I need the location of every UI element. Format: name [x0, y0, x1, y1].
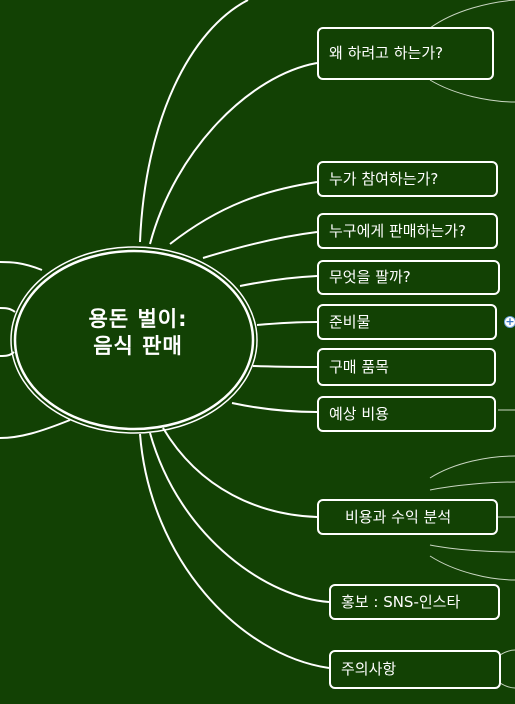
- node-expected-cost[interactable]: 예상 비용: [317, 396, 496, 432]
- expand-plus-icon[interactable]: +: [504, 315, 515, 328]
- top-branch: [139, 0, 249, 243]
- sub-branches: [429, 0, 515, 689]
- left-branches: [0, 261, 71, 439]
- node-cost-profit-label: 비용과 수익 분석: [345, 507, 452, 526]
- node-promotion[interactable]: 홍보 : SNS-인스타: [329, 584, 500, 620]
- right-branches: [139, 62, 330, 669]
- node-who-participates[interactable]: 누가 참여하는가?: [317, 161, 498, 197]
- node-promotion-label: 홍보 : SNS-인스타: [341, 592, 461, 611]
- node-why[interactable]: 왜 하려고 하는가?: [317, 27, 494, 80]
- central-topic-line2: 음식 판매: [93, 334, 183, 358]
- node-sell-to-whom[interactable]: 누구에게 판매하는가?: [317, 213, 498, 249]
- node-expected-cost-label: 예상 비용: [329, 404, 389, 423]
- node-cautions[interactable]: 주의사항: [329, 650, 501, 689]
- central-topic[interactable]: 용돈 벌이: 음식 판매: [20, 306, 256, 360]
- node-sell-to-whom-label: 누구에게 판매하는가?: [329, 221, 466, 240]
- node-supplies[interactable]: 준비물: [317, 304, 497, 340]
- node-what-to-sell-label: 무엇을 팔까?: [329, 268, 411, 286]
- central-topic-line1: 용돈 벌이:: [88, 307, 188, 331]
- node-purchase-items-label: 구매 품목: [329, 357, 389, 376]
- node-cost-profit[interactable]: 비용과 수익 분석: [317, 499, 498, 535]
- node-what-to-sell[interactable]: 무엇을 팔까?: [317, 260, 500, 295]
- central-node-shape: [10, 246, 258, 434]
- node-why-label: 왜 하려고 하는가?: [329, 44, 444, 62]
- node-supplies-label: 준비물: [329, 312, 371, 331]
- node-purchase-items[interactable]: 구매 품목: [317, 348, 496, 386]
- node-who-participates-label: 누가 참여하는가?: [329, 169, 439, 188]
- node-cautions-label: 주의사항: [341, 660, 397, 678]
